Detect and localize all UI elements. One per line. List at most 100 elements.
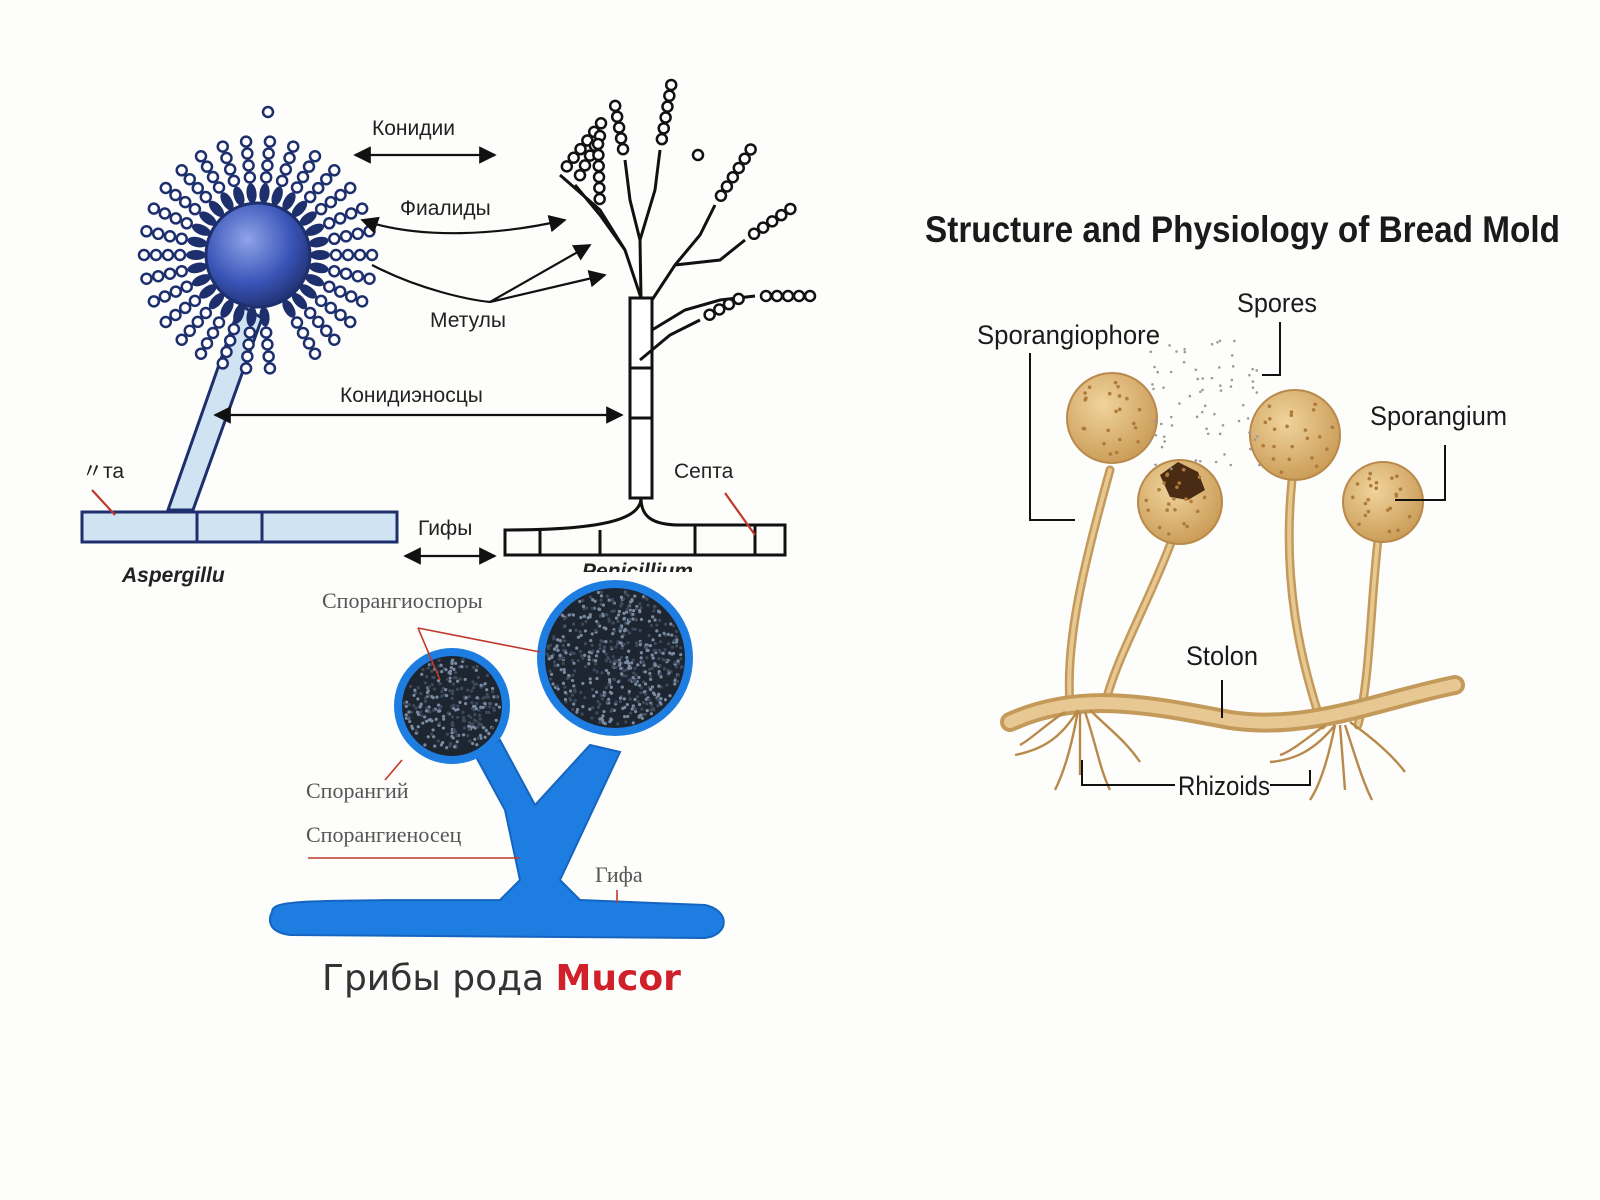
sporangiospore [645,702,649,706]
sporangiospore [653,662,657,666]
label-septa-right: Септа [674,460,734,483]
airborne-spore [1248,373,1251,377]
conidium [290,316,304,329]
sporangiospore [677,661,681,666]
sporangiospore [635,695,640,699]
sporangiospore [626,594,630,598]
airborne-spore [1201,388,1204,392]
conidium [323,280,336,293]
sporangium-dot [1387,529,1392,534]
sporangiospore [479,683,483,687]
sporangiospore [579,615,583,620]
conidium [720,180,734,193]
airborne-spore [1178,402,1181,405]
sporangiospore [437,658,441,662]
sporangiospore [445,746,449,750]
sporangium-dot [1114,450,1119,455]
sporangium-dot [1177,481,1182,485]
airborne-spore [1246,417,1250,420]
sporangiospore [573,689,577,694]
conidium [296,170,310,184]
conidium [220,345,233,359]
sporangiospore [618,663,622,667]
sporangium-dot [1166,502,1171,506]
sporangiospore [436,739,440,743]
sporangiospore [428,710,432,714]
sporangiospore [661,651,665,655]
conidium [279,163,293,176]
airborne-spore [1255,369,1259,372]
conidium [661,100,674,113]
sporangiospore [470,701,474,705]
airborne-spore [1170,424,1174,427]
conidium [775,208,788,222]
sporangiospore [645,656,649,660]
sporangiospore [641,659,645,664]
airborne-spore [1230,354,1234,357]
sporangiospore [595,670,599,674]
sporangiospore [413,688,417,692]
conidium [593,181,606,195]
sporangiospore [551,682,555,686]
airborne-spore [1218,384,1222,387]
sporangiospore [461,718,465,723]
conidium [180,217,193,230]
sporangiospore [622,611,626,615]
airborne-spore [1159,422,1163,426]
airborne-spore [1255,435,1259,438]
sporangium-dot [1172,496,1176,501]
sporangiospore [629,600,633,604]
sporangiospore [649,687,653,692]
bread-mold-panel: Structure and Physiology of Bread Mold [925,209,1560,801]
conidium [592,159,605,173]
sporangiospore [679,665,683,670]
sporangiospore [558,639,562,643]
conidium [328,333,341,346]
sporangiospore [558,653,562,658]
sporangiospore [588,677,592,681]
conidium [714,189,728,202]
sporangiospore [614,645,618,649]
sporangiospore [578,599,582,604]
sporangium-dot [1157,525,1162,530]
conidium [194,347,208,360]
conidium [183,324,196,338]
sporangium-dot [1355,482,1360,486]
sporangium-texture [1081,380,1412,536]
airborne-spore [1216,341,1219,344]
sporangiospore [555,684,559,688]
sporangiospore [552,660,557,664]
sporangiospore [587,655,591,659]
sporangiospore [586,616,590,620]
sporangiospore [413,691,418,695]
phialide [299,284,317,299]
sporangium-dot [1310,456,1314,460]
sporangiospore [475,743,479,747]
sporangiospore [673,678,677,683]
sporangiospore [431,708,436,713]
phialide [192,274,211,287]
sporangiospore [563,697,568,702]
sporangiospore [629,666,633,670]
sporangiospore [568,629,572,633]
sporangiospore [631,617,635,621]
sporangiospore [620,672,624,676]
sporangium-dot [1395,474,1399,478]
conidium [169,188,182,202]
sporangiospore [655,623,659,627]
sporangiospore [430,719,434,723]
sporangiospore [441,686,445,690]
conidium [140,225,153,238]
sporangiospore [602,690,606,694]
sporangiospore [578,630,582,634]
sporangiospore [426,693,431,697]
airborne-spore [1249,447,1252,451]
phialide [187,236,208,248]
conidium [194,150,208,163]
conidium [573,168,587,182]
sporangiospore [647,698,651,702]
sporangiospore [471,680,475,684]
airborne-spore [1237,419,1241,423]
sporangiospore [461,710,465,714]
sporangiospore [679,653,683,657]
